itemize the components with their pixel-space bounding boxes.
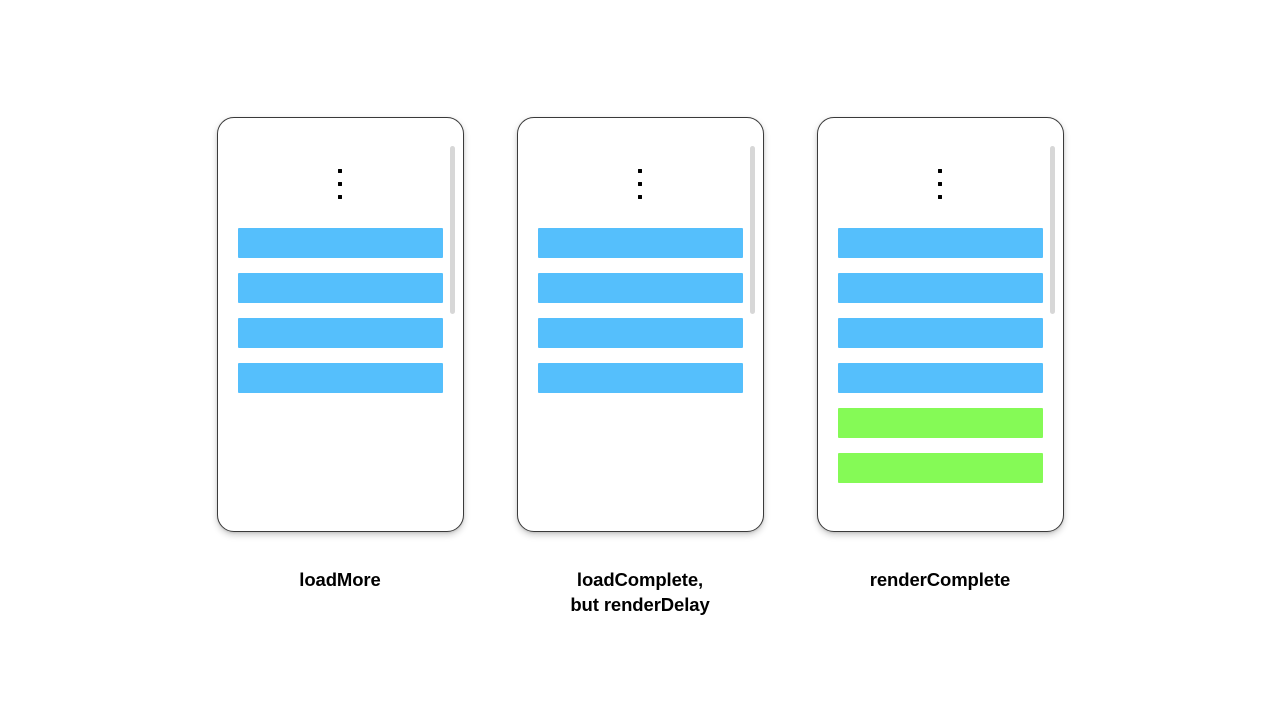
list-item[interactable] — [837, 363, 1043, 393]
dot-1 — [638, 169, 642, 173]
list-item[interactable] — [837, 273, 1043, 303]
list-item[interactable] — [837, 318, 1043, 348]
phone-caption-load-complete-render-delay: loadComplete, but renderDelay — [570, 569, 710, 615]
more-vertical-icon[interactable] — [638, 169, 642, 199]
list-item[interactable] — [537, 228, 743, 258]
list-item[interactable] — [837, 453, 1043, 483]
vertical-scrollbar[interactable] — [449, 146, 455, 314]
phone-mockup-load-complete-render-delay: loadComplete, but renderDelay — [516, 117, 764, 617]
list-item[interactable] — [237, 318, 443, 348]
list-container — [837, 228, 1043, 483]
vertical-scrollbar[interactable] — [749, 146, 755, 314]
dot-3 — [638, 195, 642, 199]
more-vertical-icon[interactable] — [938, 169, 942, 199]
list-container — [537, 228, 743, 393]
list-item[interactable] — [237, 363, 443, 393]
dot-1 — [338, 169, 342, 173]
list-item[interactable] — [837, 228, 1043, 258]
list-container — [237, 228, 443, 393]
phone-mockup-render-complete: renderComplete — [816, 117, 1064, 593]
more-vertical-icon[interactable] — [338, 169, 342, 199]
dot-2 — [938, 182, 942, 186]
list-item[interactable] — [537, 318, 743, 348]
phone-mockup-row: loading… loadMore — [0, 117, 1280, 617]
list-item[interactable] — [837, 408, 1043, 438]
vertical-scrollbar[interactable] — [1049, 146, 1055, 314]
dot-2 — [638, 182, 642, 186]
dot-3 — [938, 195, 942, 199]
phone-frame — [516, 117, 764, 532]
phone-caption-render-complete: renderComplete — [869, 569, 1011, 590]
phone-mockup-load-more: loading… loadMore — [216, 117, 464, 593]
list-item[interactable] — [237, 273, 443, 303]
list-item[interactable] — [537, 273, 743, 303]
dot-3 — [338, 195, 342, 199]
list-item[interactable] — [537, 363, 743, 393]
phone-frame — [816, 117, 1064, 532]
list-item[interactable] — [237, 228, 443, 258]
phone-caption-load-more: loadMore — [299, 569, 381, 590]
phone-frame: loading… — [216, 117, 464, 532]
dot-1 — [938, 169, 942, 173]
dot-2 — [338, 182, 342, 186]
